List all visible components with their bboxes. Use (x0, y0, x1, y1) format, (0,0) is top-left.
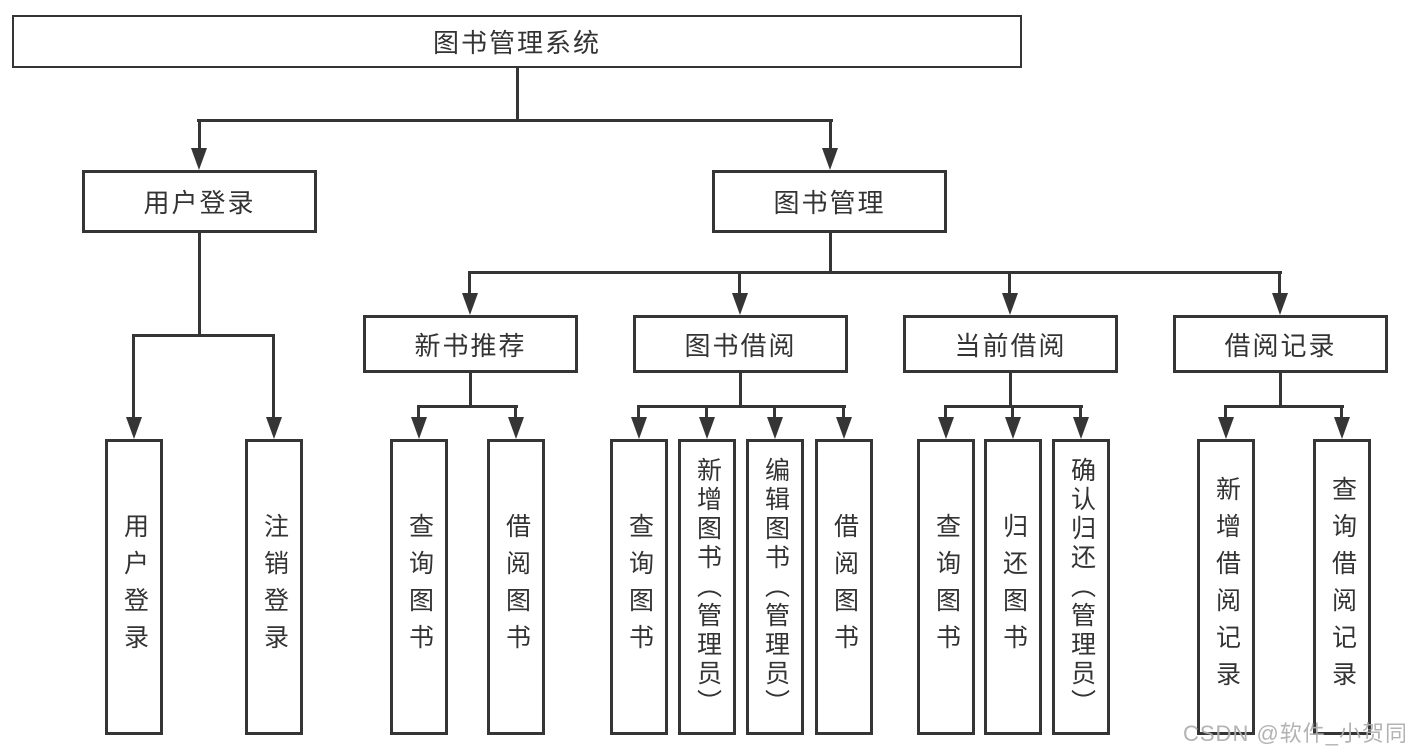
leaf-add-book-admin: 新增图书（管理员） (678, 439, 736, 735)
connector-line (272, 334, 275, 418)
node-current-borrowing: 当前借阅 (903, 315, 1118, 373)
arrowhead-down-icon (822, 148, 838, 170)
arrowhead-down-icon (699, 417, 715, 439)
connector-line (1011, 405, 1014, 419)
connector-line (514, 405, 517, 419)
leaf-logout: 注销登录 (245, 439, 303, 735)
leaf-label: 查询图书 (405, 513, 434, 661)
connector-line (133, 334, 275, 337)
connector-line (1278, 271, 1281, 294)
connector-line (1279, 373, 1282, 406)
leaf-label: 查询图书 (625, 513, 654, 661)
connector-line (198, 233, 201, 335)
leaf-add-borrow-record: 新增借阅记录 (1197, 439, 1255, 735)
leaf-label: 注销登录 (260, 513, 289, 661)
node-new-book-recommendation: 新书推荐 (363, 315, 578, 373)
leaf-label: 借阅图书 (830, 513, 859, 661)
node-book-management: 图书管理 (712, 170, 947, 233)
leaf-label: 新增借阅记录 (1212, 476, 1241, 698)
leaf-return-books: 归还图书 (984, 439, 1042, 735)
connector-line (705, 405, 708, 419)
connector-line (829, 233, 832, 272)
arrowhead-down-icon (767, 417, 783, 439)
leaf-borrow-books-borrowing: 借阅图书 (815, 439, 873, 735)
leaf-label: 借阅图书 (502, 513, 531, 661)
connector-line (829, 119, 832, 150)
leaf-query-books-recommend: 查询图书 (390, 439, 448, 735)
arrowhead-down-icon (1005, 417, 1021, 439)
arrowhead-down-icon (938, 417, 954, 439)
node-borrowing-records: 借阅记录 (1173, 315, 1388, 373)
arrowhead-down-icon (266, 417, 282, 439)
arrowhead-down-icon (1002, 293, 1018, 315)
arrowhead-down-icon (1073, 417, 1089, 439)
connector-line (739, 373, 742, 406)
arrowhead-down-icon (631, 417, 647, 439)
arrowhead-down-icon (191, 148, 207, 170)
connector-line (1340, 405, 1343, 419)
leaf-query-books-borrowing: 查询图书 (610, 439, 668, 735)
arrowhead-down-icon (836, 417, 852, 439)
connector-line (738, 271, 741, 294)
connector-line (468, 271, 471, 294)
leaf-label: 查询图书 (932, 513, 961, 661)
arrowhead-down-icon (411, 417, 427, 439)
connector-line (773, 405, 776, 419)
leaf-user-login: 用户登录 (105, 439, 163, 735)
connector-line (1008, 271, 1011, 294)
leaf-edit-book-admin: 编辑图书（管理员） (746, 439, 804, 735)
connector-line (516, 68, 519, 120)
arrowhead-down-icon (1334, 417, 1350, 439)
leaf-label: 用户登录 (120, 513, 149, 661)
connector-line (417, 405, 518, 408)
watermark: CSDN @软件_小贺同学 (1183, 721, 1405, 746)
connector-line (1079, 405, 1082, 419)
connector-line (197, 119, 833, 122)
arrowhead-down-icon (462, 293, 478, 315)
connector-line (637, 405, 846, 408)
leaf-query-borrow-record: 查询借阅记录 (1313, 439, 1371, 735)
arrowhead-down-icon (1218, 417, 1234, 439)
arrowhead-down-icon (732, 293, 748, 315)
leaf-label: 编辑图书（管理员） (761, 456, 790, 718)
leaf-confirm-return-admin: 确认归还（管理员） (1052, 439, 1110, 735)
node-library-management-system: 图书管理系统 (12, 15, 1022, 68)
connector-line (637, 405, 640, 419)
leaf-label: 新增图书（管理员） (693, 456, 722, 718)
connector-line (944, 405, 947, 419)
arrowhead-down-icon (508, 417, 524, 439)
connector-line (1224, 405, 1227, 419)
leaf-query-books-current: 查询图书 (917, 439, 975, 735)
connector-line (417, 405, 420, 419)
connector-line (198, 119, 201, 150)
connector-line (842, 405, 845, 419)
leaf-borrow-books-recommend: 借阅图书 (487, 439, 545, 735)
node-book-borrowing: 图书借阅 (633, 315, 848, 373)
connector-line (1224, 405, 1344, 408)
leaf-label: 归还图书 (999, 513, 1028, 661)
connector-line (468, 271, 1282, 274)
connector-line (132, 334, 135, 418)
connector-line (1009, 373, 1012, 406)
arrowhead-down-icon (1272, 293, 1288, 315)
connector-line (469, 373, 472, 406)
arrowhead-down-icon (126, 417, 142, 439)
leaf-label: 查询借阅记录 (1328, 476, 1357, 698)
node-user-login: 用户登录 (82, 170, 317, 233)
leaf-label: 确认归还（管理员） (1067, 456, 1096, 718)
